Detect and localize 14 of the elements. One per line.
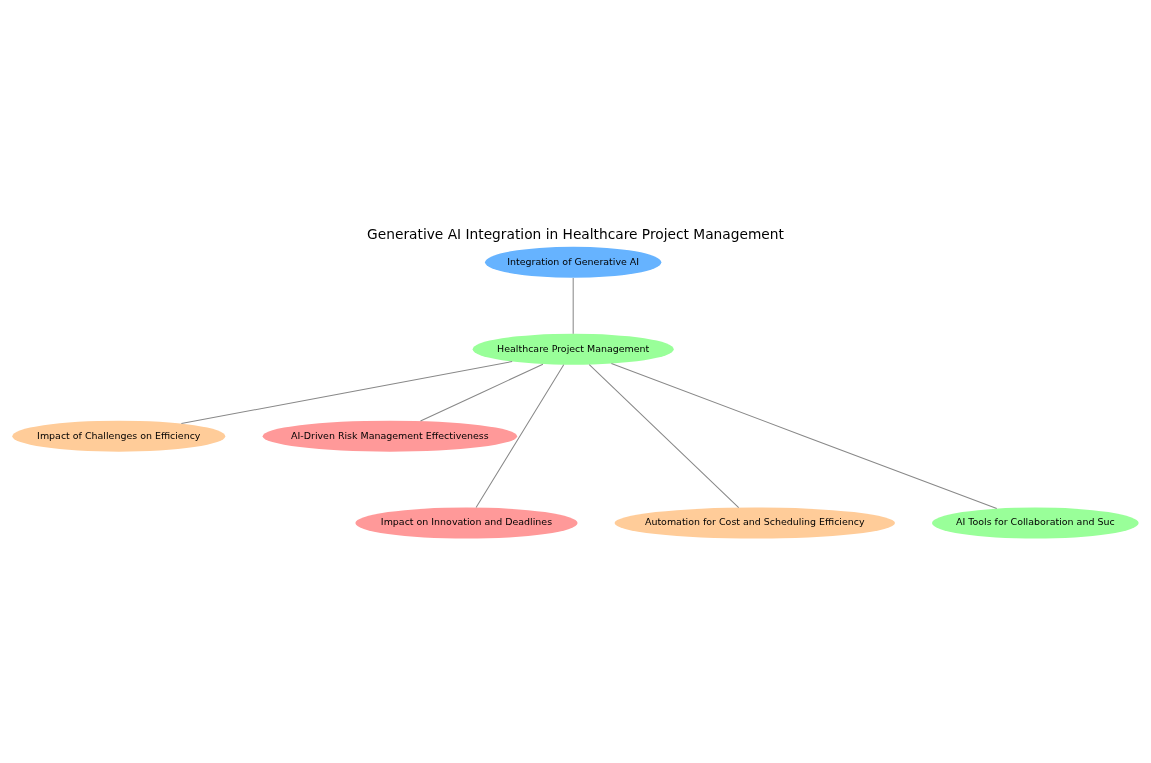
connector <box>610 363 998 510</box>
diagram-title: Generative AI Integration in Healthcare Project Management <box>367 225 784 242</box>
connector <box>180 361 513 425</box>
node-ellipse: Integration of Generative AI <box>485 246 662 278</box>
connector <box>588 364 740 509</box>
node-ellipse: AI-Driven Risk Management Effectiveness <box>262 420 518 452</box>
node-ellipse: Healthcare Project Management <box>472 333 674 365</box>
node-ellipse: Impact on Innovation and Deadlines <box>355 507 578 539</box>
node-ellipse: Automation for Cost and Scheduling Efficiency <box>614 507 895 539</box>
node-ellipse: Impact of Challenges on Efficiency <box>12 420 226 452</box>
connector <box>572 277 574 335</box>
node-ellipse: AI Tools for Collaboration and Suc <box>932 507 1139 539</box>
connector <box>475 364 565 508</box>
connector <box>420 363 544 422</box>
